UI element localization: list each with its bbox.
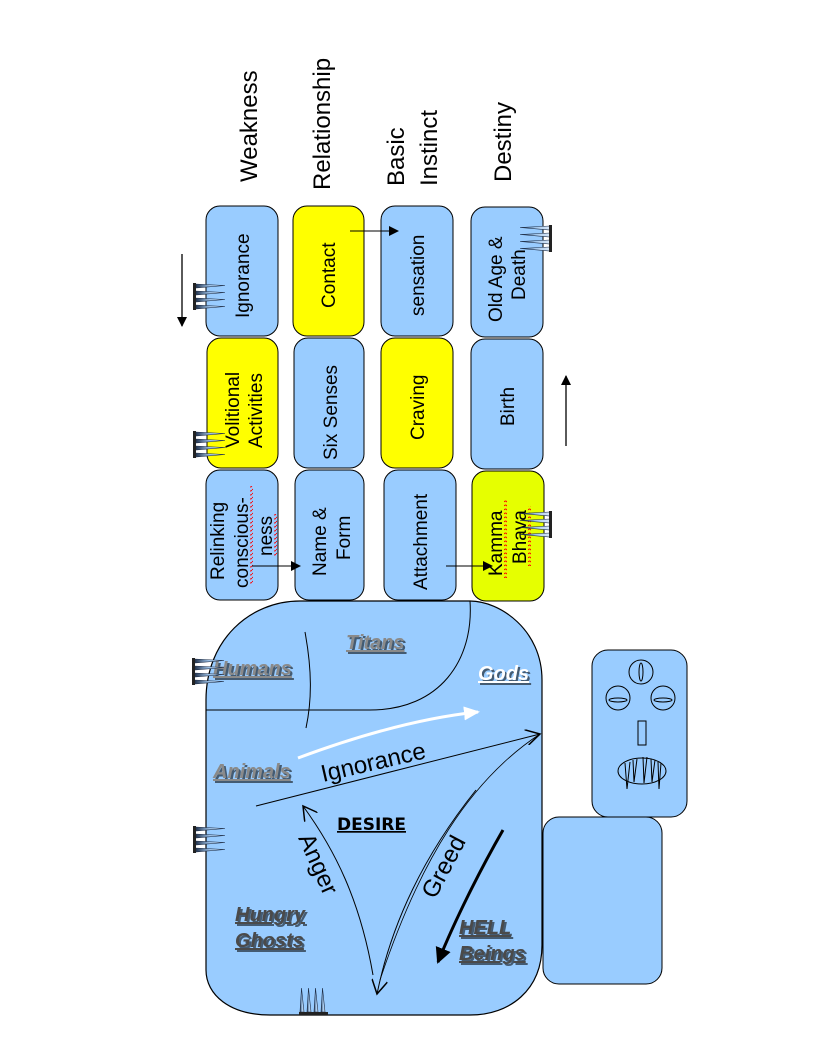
link-six-senses[interactable]: Six Senses bbox=[293, 337, 365, 469]
claw-volitional-icon bbox=[193, 431, 226, 458]
claw-kamma-icon bbox=[519, 511, 552, 538]
svg-text:Ignorance: Ignorance bbox=[233, 233, 254, 318]
descent-arrow-hell bbox=[435, 829, 505, 964]
nose-icon bbox=[637, 720, 647, 746]
svg-text:Activities: Activities bbox=[246, 373, 267, 448]
link-craving[interactable]: Craving bbox=[380, 337, 454, 469]
link-volitional-activities[interactable]: Volitional Activities bbox=[206, 337, 279, 469]
svg-text:Humans: Humans bbox=[215, 660, 294, 682]
link-old-age-and-death[interactable]: Old Age & Death bbox=[470, 206, 544, 338]
svg-text:Death: Death bbox=[509, 249, 530, 300]
svg-text:Contact: Contact bbox=[319, 242, 340, 308]
svg-text:Humans: Humans bbox=[213, 658, 292, 680]
poison-line-anger bbox=[303, 806, 374, 976]
left-eye-icon bbox=[605, 685, 631, 711]
realm-animals[interactable]: Animals Animals bbox=[212, 761, 293, 785]
link-name-and-form[interactable]: Name & Form bbox=[294, 469, 365, 601]
svg-text:Ghosts: Ghosts bbox=[235, 930, 304, 952]
spellcheck-underline bbox=[250, 486, 253, 584]
svg-text:HELL: HELL bbox=[459, 917, 511, 939]
svg-text:Gods: Gods bbox=[478, 663, 529, 685]
svg-text:Gods: Gods bbox=[480, 665, 531, 687]
heading-basic-instinct: Basic Instinct bbox=[383, 110, 443, 186]
link-ignorance[interactable]: Ignorance bbox=[205, 205, 279, 337]
svg-text:conscious-: conscious- bbox=[232, 497, 253, 588]
divider-humans-arc bbox=[304, 631, 311, 729]
svg-text:Titans: Titans bbox=[348, 634, 407, 656]
svg-text:Craving: Craving bbox=[408, 375, 429, 440]
white-ascent-arrow bbox=[297, 706, 480, 760]
svg-text:Hungry: Hungry bbox=[237, 906, 308, 928]
realm-titans[interactable]: Titans Titans bbox=[346, 632, 407, 656]
svg-text:Instinct: Instinct bbox=[416, 110, 443, 186]
wheel-of-realms: Titans Titans Humans Humans Gods Gods An… bbox=[205, 600, 543, 1016]
svg-text:Kamma: Kamma bbox=[486, 510, 507, 576]
svg-text:ness: ness bbox=[256, 516, 277, 556]
heading-relationship: Relationship bbox=[309, 58, 336, 190]
wheel-background bbox=[205, 600, 543, 1016]
link-relinking-consciousness[interactable]: Relinking conscious- ness bbox=[205, 469, 279, 601]
svg-text:Name &: Name & bbox=[310, 507, 331, 576]
spellcheck-underline bbox=[528, 506, 531, 566]
svg-text:Beings: Beings bbox=[461, 945, 528, 967]
svg-text:Attachment: Attachment bbox=[411, 493, 432, 590]
claw-lower-left-icon bbox=[193, 826, 226, 853]
realm-hell-beings[interactable]: HELL HELL Beings Beings bbox=[459, 917, 528, 967]
divider-titans-arc bbox=[206, 600, 471, 711]
svg-text:Animals: Animals bbox=[214, 763, 293, 785]
claw-humans-icon bbox=[192, 658, 225, 685]
svg-text:Volitional: Volitional bbox=[223, 372, 244, 448]
link-kamma-bhava[interactable]: Kamma Bhava bbox=[471, 470, 545, 602]
svg-text:sensation: sensation bbox=[408, 235, 429, 316]
svg-text:Weakness: Weakness bbox=[236, 70, 263, 182]
claw-old-age-icon bbox=[519, 225, 552, 252]
poison-line-greed bbox=[377, 789, 477, 994]
realm-gods[interactable]: Gods Gods bbox=[478, 663, 531, 687]
link-sensation[interactable]: sensation bbox=[380, 205, 454, 337]
link-contact[interactable]: Contact bbox=[292, 205, 365, 337]
svg-text:Old Age &: Old Age & bbox=[486, 236, 507, 322]
heading-weakness: Weakness bbox=[236, 70, 263, 182]
spellcheck-underline bbox=[504, 500, 507, 578]
svg-text:Basic: Basic bbox=[383, 127, 410, 186]
svg-text:Six Senses: Six Senses bbox=[321, 365, 342, 460]
svg-text:Form: Form bbox=[334, 516, 355, 560]
realm-hungry-ghosts[interactable]: Hungry Hungry Ghosts Ghosts bbox=[235, 904, 308, 954]
right-eye-icon bbox=[650, 685, 676, 711]
spellcheck-underline bbox=[274, 514, 277, 556]
link-birth[interactable]: Birth bbox=[470, 338, 544, 470]
poison-line-anger-ext bbox=[379, 733, 541, 981]
svg-text:Birth: Birth bbox=[498, 387, 519, 426]
svg-text:Hungry: Hungry bbox=[235, 904, 306, 926]
svg-text:Titans: Titans bbox=[346, 632, 405, 654]
svg-text:Animals: Animals bbox=[212, 761, 291, 783]
third-eye-icon bbox=[628, 659, 654, 685]
yama-face-panel bbox=[591, 649, 688, 818]
poison-line-ignorance bbox=[255, 734, 540, 807]
svg-text:Destiny: Destiny bbox=[490, 102, 517, 182]
svg-text:Bhava: Bhava bbox=[510, 510, 531, 564]
svg-text:Relinking: Relinking bbox=[208, 502, 229, 580]
svg-text:Relationship: Relationship bbox=[309, 58, 336, 190]
blank-panel bbox=[542, 816, 663, 985]
svg-text:Ghosts: Ghosts bbox=[237, 932, 306, 954]
svg-text:HELL: HELL bbox=[461, 919, 513, 941]
claw-bottom-icon bbox=[299, 987, 328, 1015]
claw-top-left-icon bbox=[193, 283, 226, 310]
center-desire: DESIRE bbox=[337, 815, 406, 835]
fanged-mouth-icon bbox=[617, 757, 667, 785]
realm-humans[interactable]: Humans Humans bbox=[213, 658, 294, 682]
link-attachment[interactable]: Attachment bbox=[383, 469, 457, 601]
svg-text:Beings: Beings bbox=[459, 943, 526, 965]
heading-destiny: Destiny bbox=[490, 102, 517, 182]
